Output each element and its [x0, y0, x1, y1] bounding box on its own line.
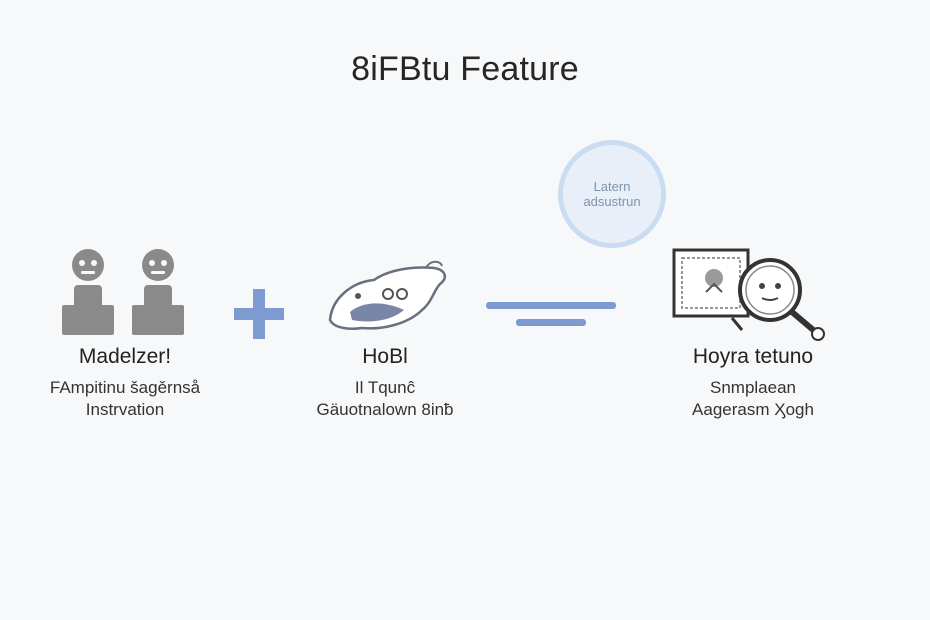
plus-icon — [232, 287, 286, 346]
step-3-desc-line-2: Aagerasm Ӽogh — [692, 400, 814, 419]
step-2-desc-line-1: Il Tqunĉ — [354, 378, 416, 397]
step-3-desc-line-1: Snmplaean — [709, 378, 796, 397]
step-1-desc-line-1: FAmpitinu šagěrnså — [49, 378, 201, 397]
step-3-text: Hoyra tetuno Snmplaean Aagerasm Ӽogh — [648, 345, 858, 421]
documents-magnifier-icon — [668, 244, 838, 349]
step-2-text: HoBl Il Tqunĉ Gäuotnalown 8inƀ — [280, 345, 490, 421]
badge-line-2: adsustrun — [583, 194, 641, 209]
badge-line-1: Latern — [593, 179, 631, 194]
step-1-text: Madelzer! FAmpitinu šagěrnså Instrvation — [20, 345, 230, 421]
equals-icon — [484, 298, 618, 335]
badge-circle: Latern adsustrun — [558, 140, 666, 248]
stylized-animal-icon — [322, 258, 452, 343]
two-persons-icon — [60, 245, 190, 342]
step-1-heading: Madelzer! — [78, 345, 172, 368]
diagram-title: 8iFBtu Feature — [351, 50, 579, 88]
step-1-desc-line-2: Instrvation — [85, 400, 165, 419]
step-2-heading: HoBl — [362, 345, 408, 368]
step-3-heading: Hoyra tetuno — [692, 345, 814, 368]
step-2-desc-line-2: Gäuotnalown 8inƀ — [316, 400, 454, 419]
